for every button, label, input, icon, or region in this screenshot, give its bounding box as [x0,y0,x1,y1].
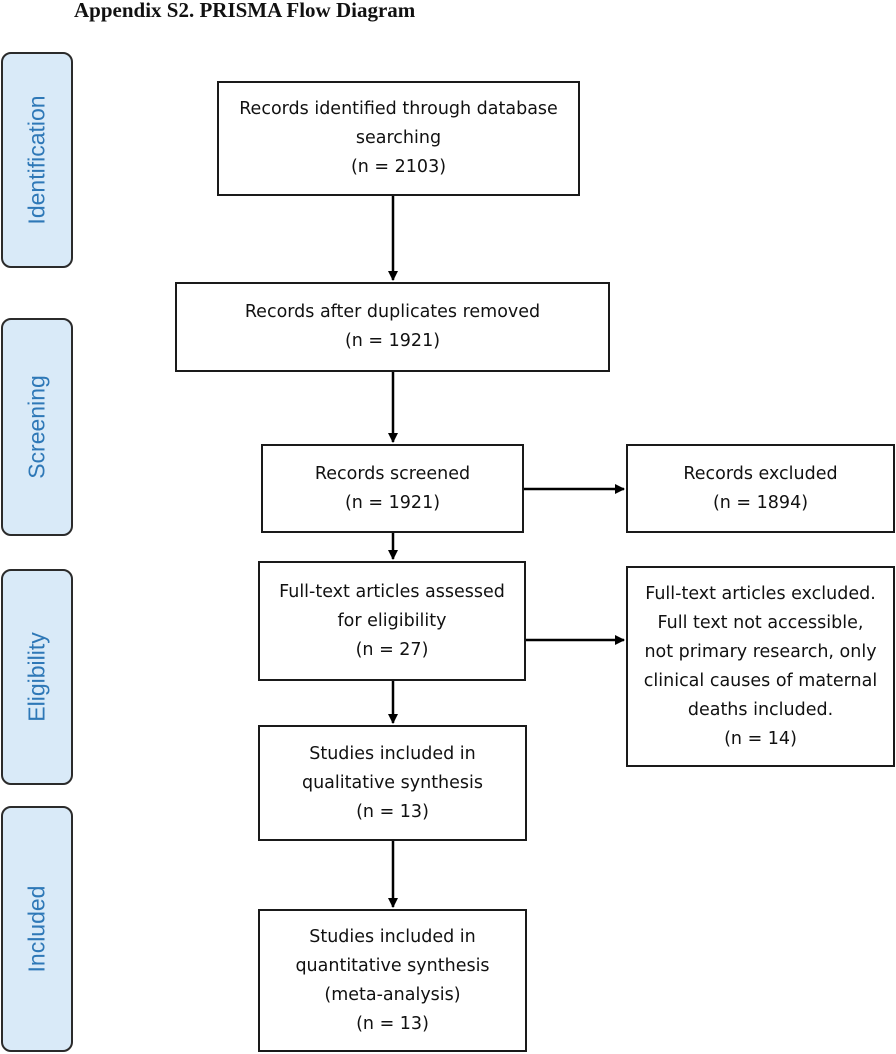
box-line: clinical causes of maternal [643,670,878,691]
stage-identification: Identification [1,52,73,268]
box-line: quantitative synthesis [295,955,490,976]
box-count: (n = 14) [724,728,797,749]
box-records-screened: Records screened (n = 1921) [261,444,524,533]
box-count: (n = 2103) [350,157,447,177]
box-count: (n = 1921) [344,492,441,513]
box-line: not primary research, only [644,641,877,662]
box-line: Records excluded [683,463,838,484]
box-records-identified: Records identified through database sear… [217,81,580,196]
box-line: for eligibility [337,610,447,631]
box-records-excluded: Records excluded (n = 1894) [626,444,895,533]
box-line: Records screened [314,463,471,484]
box-line: qualitative synthesis [301,772,484,793]
box-quantitative-synthesis: Studies included in quantitative synthes… [258,909,527,1052]
box-count: (n = 13) [356,1013,429,1034]
box-line: (meta-analysis) [324,984,461,1005]
box-fulltext-assessed: Full-text articles assessed for eligibil… [258,561,526,681]
box-count: (n = 27) [355,639,429,660]
box-line: Full-text articles assessed [279,581,505,602]
box-count: (n = 13) [356,801,429,822]
stage-screening: Screening [1,318,73,536]
box-line: Full-text articles excluded. [645,583,876,604]
box-line: Records identified through database [239,99,558,119]
box-line: searching [355,128,442,148]
box-line: Studies included in [309,743,476,764]
box-fulltext-excluded: Full-text articles excluded. Full text n… [626,566,895,767]
stage-included: Included [1,806,73,1052]
box-qualitative-synthesis: Studies included in qualitative synthesi… [258,725,527,841]
box-count: (n = 1921) [344,331,441,351]
box-line: Studies included in [309,926,476,947]
box-count: (n = 1894) [712,492,809,513]
box-line: deaths included. [687,699,834,720]
box-duplicates-removed: Records after duplicates removed (n = 19… [175,282,610,372]
stage-eligibility: Eligibility [1,569,73,785]
box-line: Full text not accessible, [657,612,864,633]
box-line: Records after duplicates removed [244,302,541,322]
page-title: Appendix S2. PRISMA Flow Diagram [74,0,416,22]
